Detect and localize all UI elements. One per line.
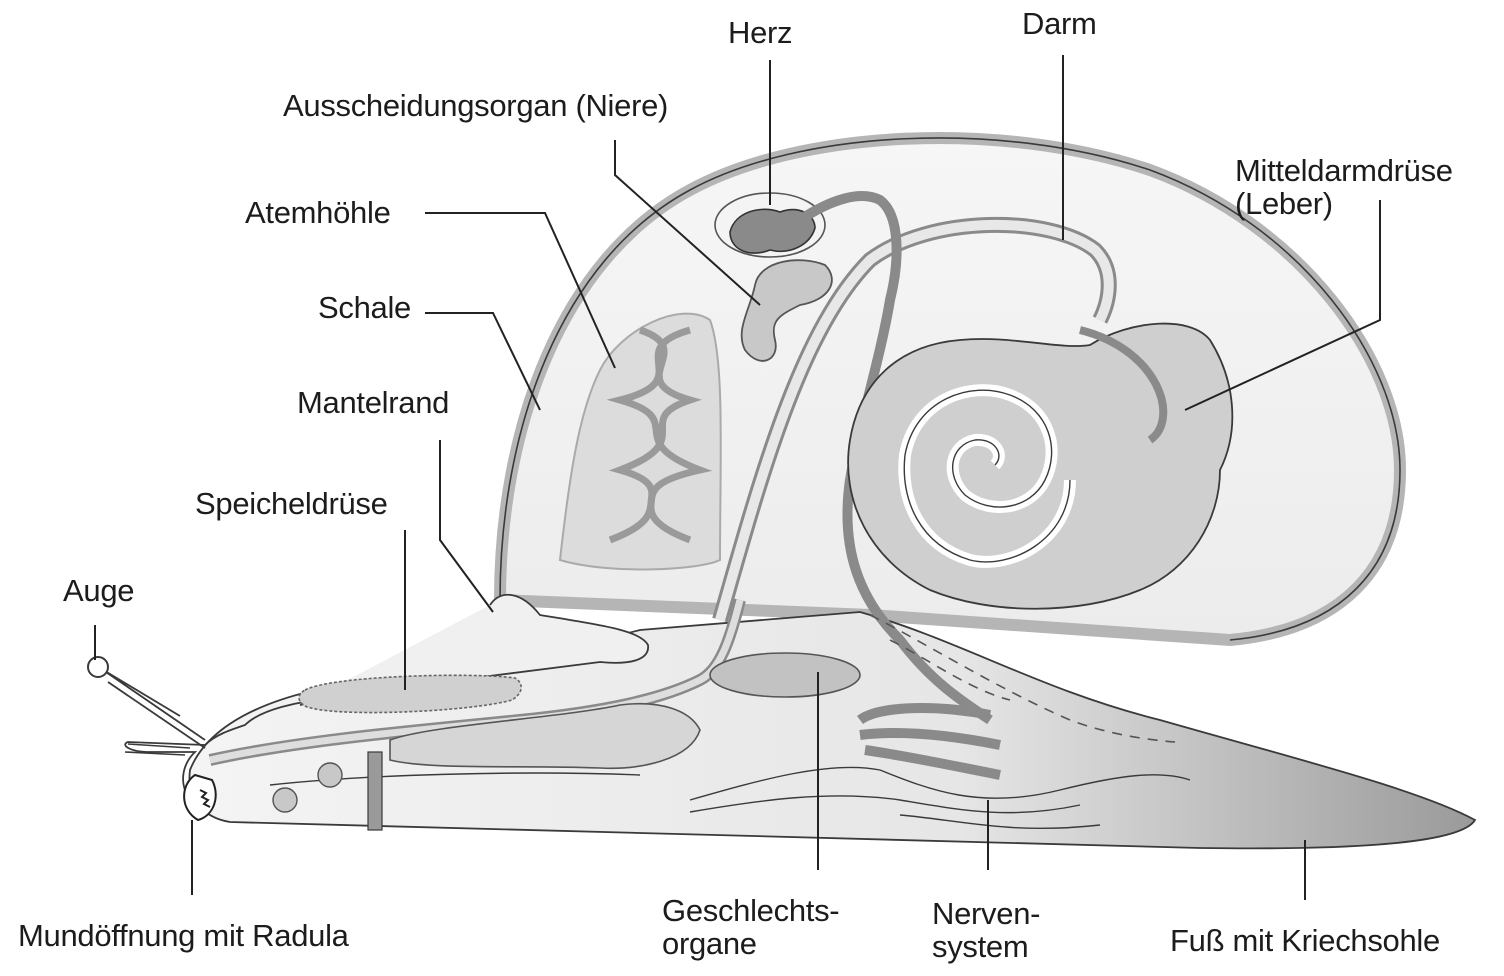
genital-organs: [710, 653, 860, 697]
lower-tentacle: [125, 744, 190, 755]
label-mantelrand: Mantelrand: [297, 387, 449, 420]
eye-tentacle: [100, 668, 205, 748]
ganglion: [318, 763, 342, 787]
label-darm: Darm: [1022, 8, 1097, 41]
collar: [368, 752, 382, 830]
ganglion: [273, 788, 297, 812]
label-auge: Auge: [63, 575, 134, 608]
eye-icon: [88, 657, 108, 677]
label-schale: Schale: [318, 292, 411, 325]
label-mundoeffnung: Mundöffnung mit Radula: [18, 920, 349, 953]
label-herz: Herz: [728, 17, 792, 50]
label-niere: Ausscheidungsorgan (Niere): [283, 90, 668, 123]
label-fuss: Fuß mit Kriechsohle: [1170, 925, 1440, 958]
label-atemhoehle: Atemhöhle: [245, 197, 391, 230]
label-mitteldarmdruese: Mitteldarmdrüse (Leber): [1235, 155, 1453, 220]
label-nervensystem: Nerven- system: [932, 898, 1040, 963]
label-geschlechtsorgane: Geschlechts- organe: [662, 895, 839, 960]
label-speicheldruese: Speicheldrüse: [195, 488, 388, 521]
